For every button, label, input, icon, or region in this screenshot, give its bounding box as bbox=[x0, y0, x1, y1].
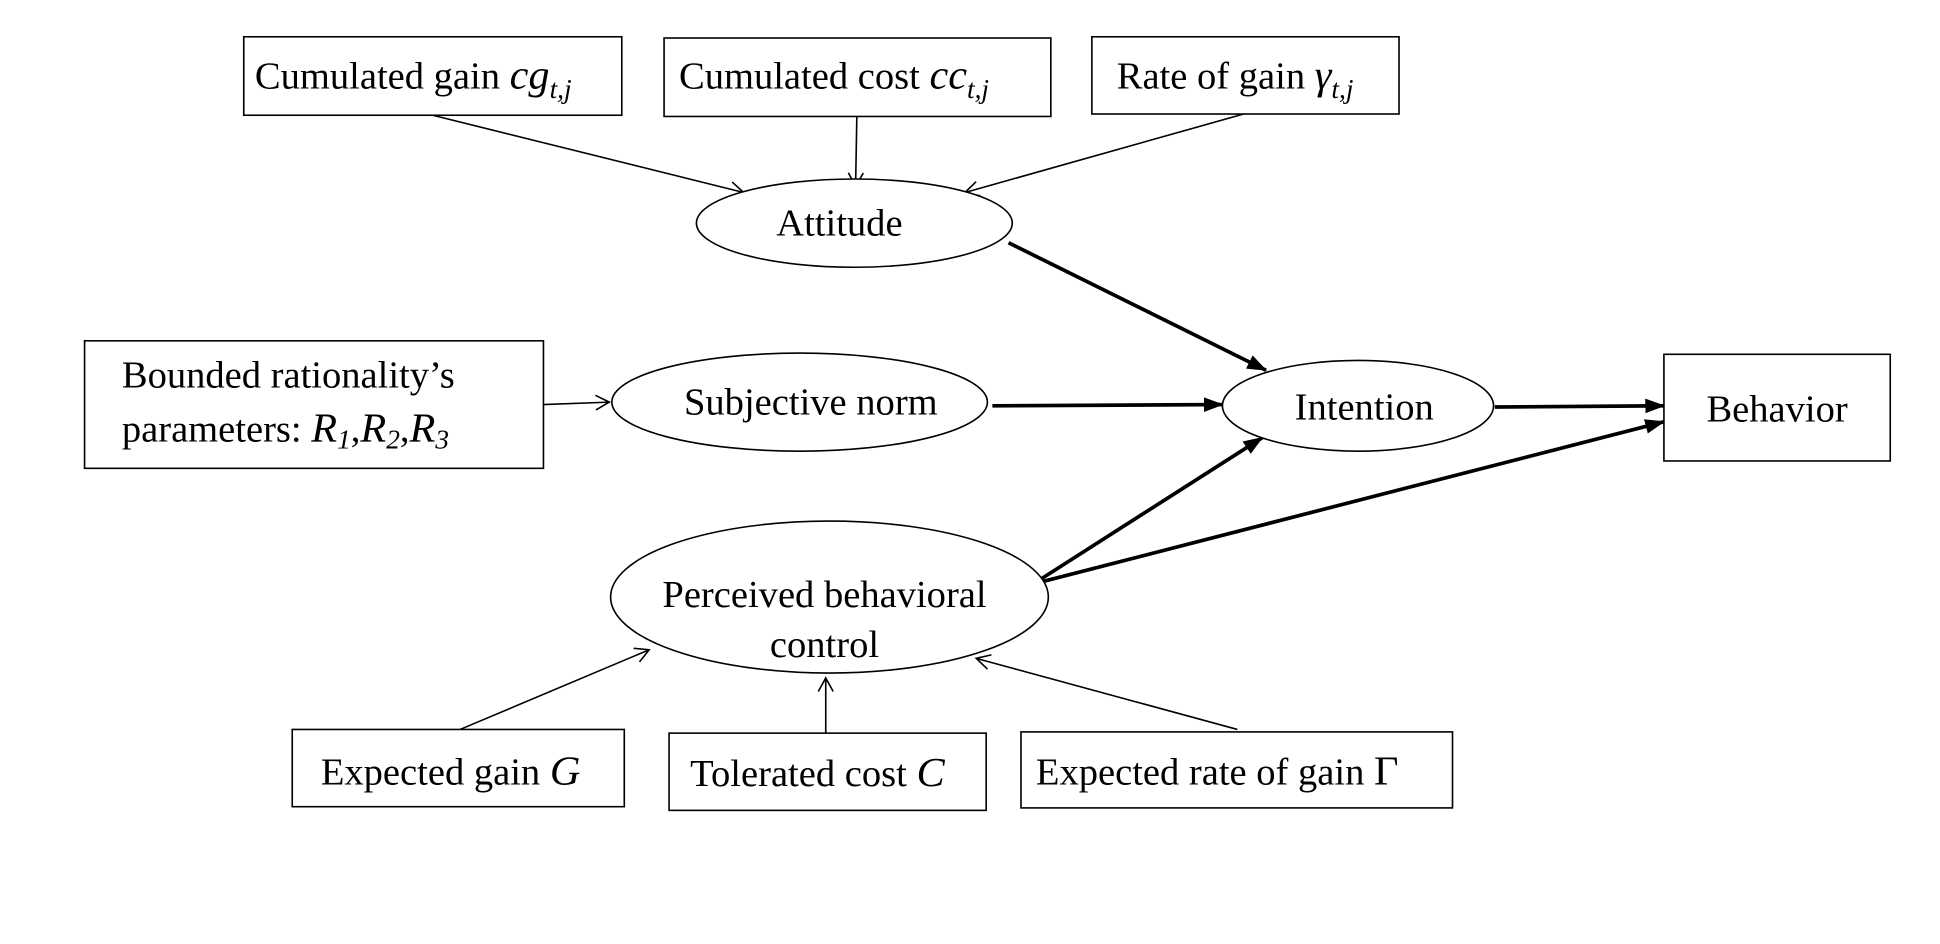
svg-text:Intention: Intention bbox=[1295, 387, 1434, 429]
svg-text:Perceived behavioral: Perceived behavioral bbox=[662, 574, 986, 616]
svg-text:Cumulated gain cgt,j: Cumulated gain cgt,j bbox=[255, 53, 572, 105]
edge-intention-to-behavior bbox=[1494, 398, 1666, 414]
node-cumulated-cost: Cumulated cost cct,j bbox=[663, 37, 1052, 118]
node-subjective-norm: Subjective norm bbox=[611, 352, 989, 452]
edge-expected-rate-to-control bbox=[974, 654, 1238, 731]
node-attitude: Attitude bbox=[695, 178, 1014, 269]
svg-text:Tolerated cost C: Tolerated cost C bbox=[690, 750, 946, 796]
edge-cumulated-cost-to-attitude bbox=[847, 116, 864, 189]
node-intention: Intention bbox=[1221, 359, 1495, 452]
svg-text:Cumulated cost cct,j: Cumulated cost cct,j bbox=[679, 53, 989, 105]
edge-expected-gain-to-control bbox=[459, 647, 651, 731]
svg-text:Expected rate of gain Γ: Expected rate of gain Γ bbox=[1036, 749, 1399, 795]
edge-attitude-to-intention bbox=[1007, 241, 1268, 372]
edge-rate-of-gain-to-attitude bbox=[963, 113, 1244, 197]
svg-text:Expected gain G: Expected gain G bbox=[321, 749, 581, 795]
node-tolerated-cost: Tolerated cost C bbox=[668, 732, 987, 812]
svg-text:Attitude: Attitude bbox=[776, 203, 902, 245]
svg-text:Behavior: Behavior bbox=[1706, 389, 1848, 431]
node-rate-of-gain: Rate of gain γt,j bbox=[1091, 35, 1400, 115]
svg-text:Rate of gain γt,j: Rate of gain γt,j bbox=[1117, 53, 1354, 105]
node-cumulated-gain: Cumulated gain cgt,j bbox=[242, 35, 623, 117]
edge-cumulated-gain-to-attitude bbox=[432, 114, 746, 198]
svg-text:Subjective norm: Subjective norm bbox=[684, 382, 938, 424]
svg-text:control: control bbox=[770, 624, 879, 666]
edge-bounded-to-subjective-norm bbox=[543, 394, 612, 411]
svg-text:parameters: R1,R2,R3: parameters: R1,R2,R3 bbox=[122, 406, 449, 455]
svg-text:Bounded rationality’s: Bounded rationality’s bbox=[122, 355, 455, 397]
edge-subjective-norm-to-intention bbox=[992, 397, 1224, 413]
node-expected-gain: Expected gain G bbox=[291, 728, 626, 808]
node-expected-rate-of-gain: Expected rate of gain Γ bbox=[1020, 731, 1454, 809]
node-behavior: Behavior bbox=[1663, 353, 1892, 462]
edge-control-to-behavior bbox=[1039, 419, 1666, 585]
node-perceived-behavioral-control: Perceived behavioral control bbox=[609, 520, 1050, 674]
node-bounded-rationality: Bounded rationality’s parameters: R1,R2,… bbox=[83, 340, 545, 470]
edge-control-to-intention bbox=[1038, 436, 1264, 582]
